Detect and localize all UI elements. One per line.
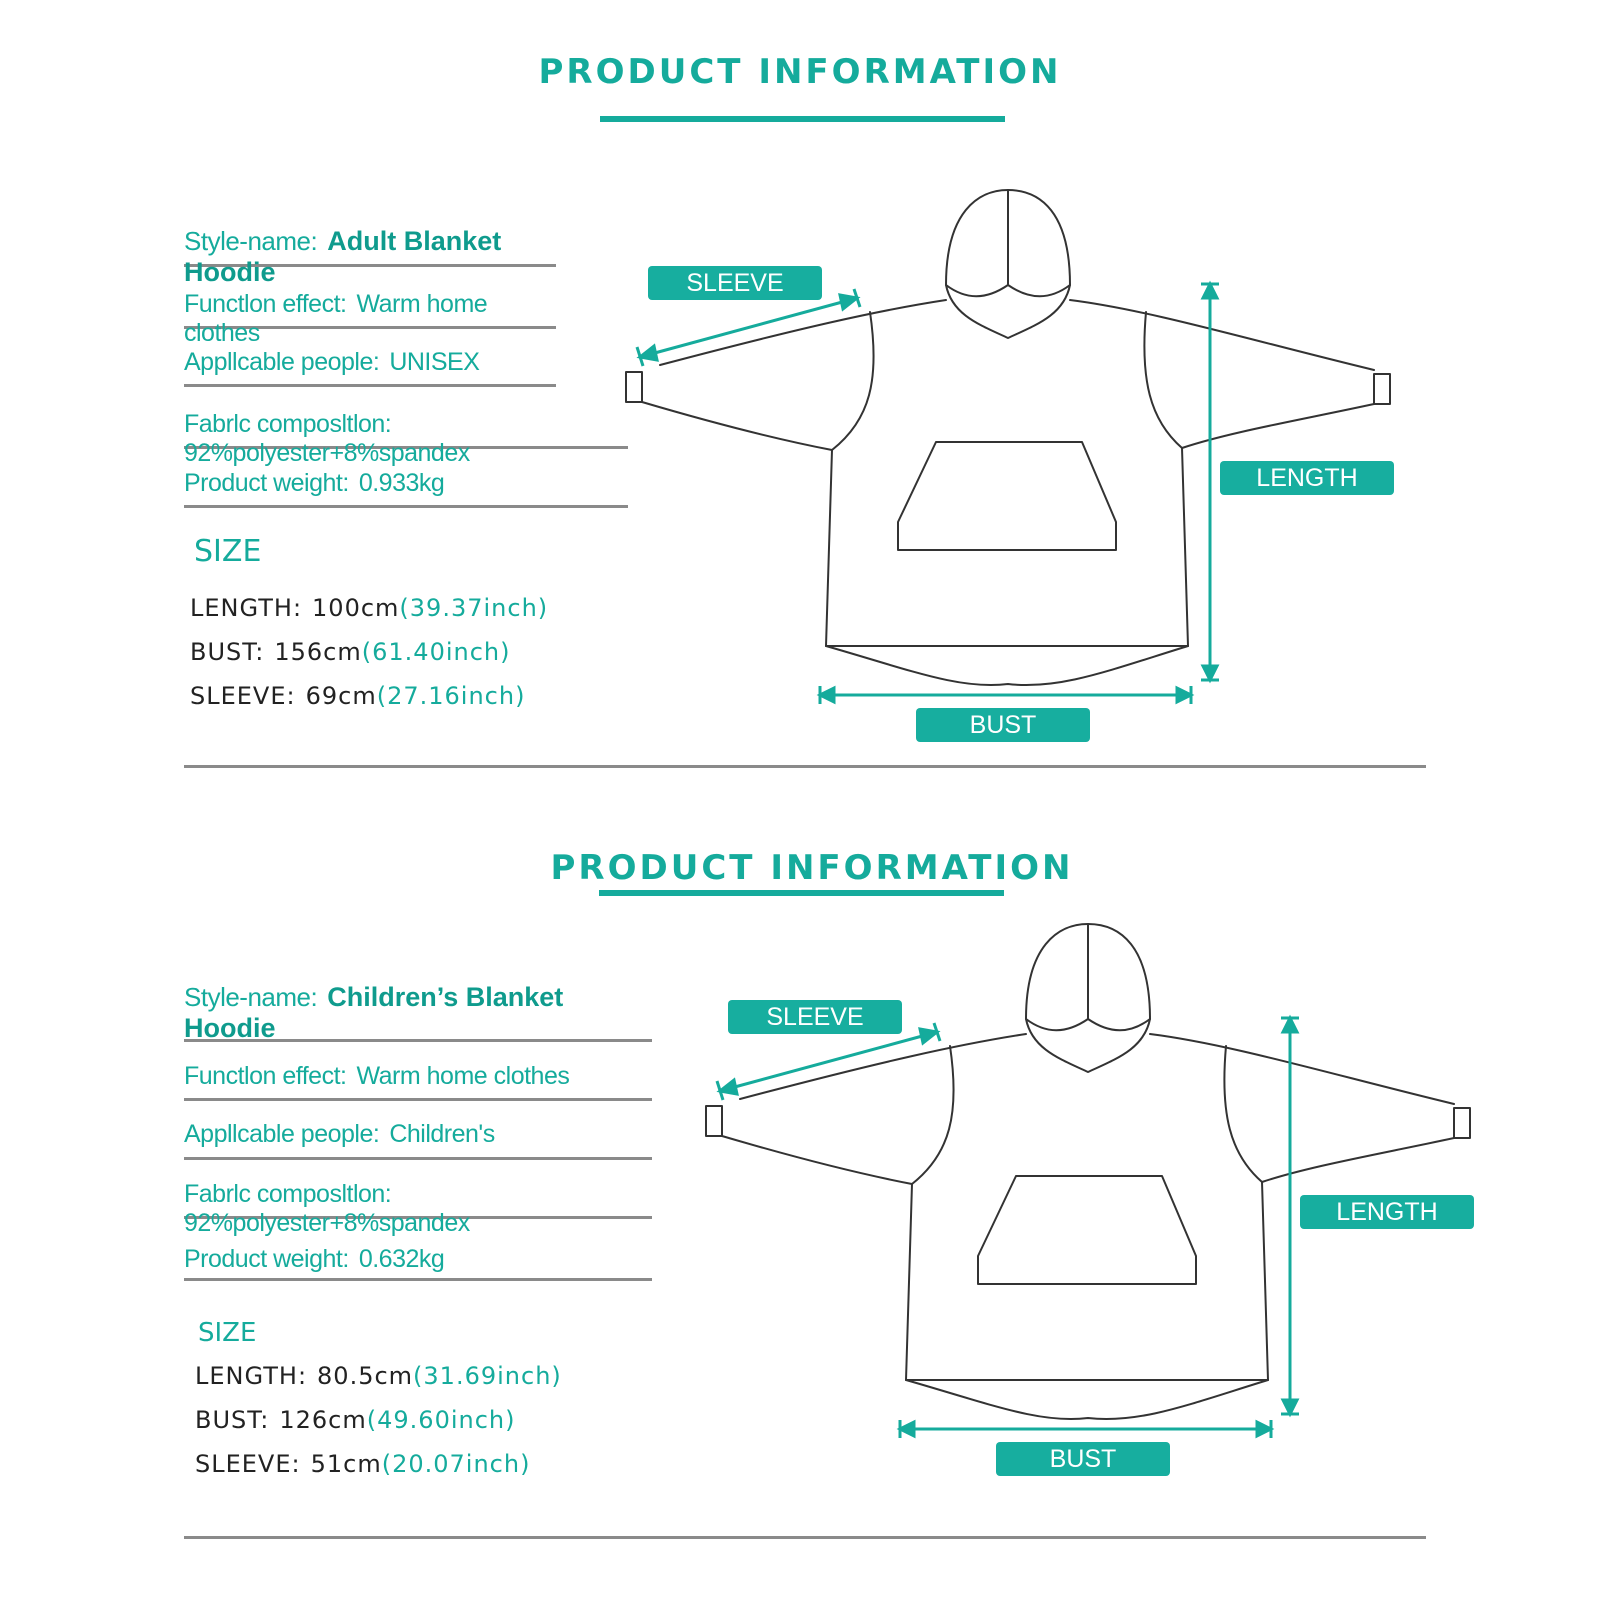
right-armhole <box>1143 311 1183 449</box>
body-left <box>825 449 833 647</box>
sleeve-arrow <box>639 296 858 359</box>
info-row-product-weight: Product weight: 0.933kg <box>184 469 628 508</box>
size-converted: (20.07inch) <box>381 1450 531 1478</box>
info-label: Appllcable people: <box>184 348 380 376</box>
size-line-bust: BUST: 126cm(49.60inch) <box>195 1406 515 1434</box>
size-line-sleeve: SLEEVE: 69cm(27.16inch) <box>190 682 525 710</box>
front-pocket <box>977 1175 1197 1285</box>
size-label: SLEEVE: <box>190 682 296 710</box>
heading-underline <box>600 116 1005 122</box>
sleeve-label: SLEEVE <box>728 1000 902 1034</box>
size-title: SIZE <box>194 534 262 569</box>
info-row-fabric-composition: Fabrlc composltlon:92%polyester+8%spande… <box>184 1180 652 1237</box>
info-label: Product weight: <box>184 469 349 497</box>
front-pocket <box>897 441 1117 551</box>
info-row-style-name: Style-name:Adult Blanket Hoodie <box>184 226 556 287</box>
left-cuff <box>705 1105 723 1137</box>
left-sleeve-bottom <box>641 401 833 451</box>
size-converted: (31.69inch) <box>413 1362 562 1390</box>
bust-label: BUST <box>916 708 1090 742</box>
hood-front <box>1025 1018 1151 1073</box>
info-value: 92%polyester+8%spandex <box>184 439 470 467</box>
size-label: LENGTH: <box>195 1362 308 1390</box>
body-hem-curve <box>825 645 1189 687</box>
left-sleeve-bottom <box>721 1135 913 1185</box>
size-converted: (61.40inch) <box>361 638 511 666</box>
size-value: 100cm <box>312 594 400 622</box>
size-converted: (39.37inch) <box>399 594 549 622</box>
size-title: SIZE <box>198 1318 257 1348</box>
info-value: Adult Blanket Hoodie <box>184 226 502 287</box>
body-right <box>1261 1181 1269 1381</box>
size-converted: (27.16inch) <box>376 682 526 710</box>
size-line-length: LENGTH: 80.5cm(31.69inch) <box>195 1362 562 1390</box>
info-label: Functlon effect: <box>184 290 347 318</box>
info-value: 0.632kg <box>358 1245 445 1273</box>
info-label: Fabrlc composltlon: <box>184 1180 392 1208</box>
body-hem-curve <box>905 1379 1269 1421</box>
info-label: Appllcable people: <box>184 1120 380 1148</box>
right-sleeve-bottom <box>1261 1137 1455 1183</box>
info-row-style-name: Style-name:Children’s Blanket Hoodie <box>184 982 652 1043</box>
right-shoulder <box>1149 1033 1455 1105</box>
info-row-function-effect: Functlon effect: Warm home clothes <box>184 1062 652 1101</box>
size-label: BUST: <box>190 638 265 666</box>
section-heading: PRODUCT INFORMATION <box>550 848 1074 888</box>
right-sleeve-bottom <box>1181 403 1375 449</box>
info-value: Children's <box>389 1120 495 1148</box>
heading-underline <box>599 890 1004 896</box>
info-row-product-weight: Product weight: 0.632kg <box>184 1245 652 1281</box>
size-label: SLEEVE: <box>195 1450 301 1478</box>
length-label: LENGTH <box>1220 461 1394 495</box>
size-value: 156cm <box>274 638 362 666</box>
bust-label: BUST <box>996 1442 1170 1476</box>
info-value: 92%polyester+8%spandex <box>184 1209 470 1237</box>
left-shoulder <box>739 1033 1027 1100</box>
info-row-fabric-composition: Fabrlc composltlon:92%polyester+8%spande… <box>184 410 628 467</box>
info-label: Product weight: <box>184 1245 349 1273</box>
left-armhole <box>911 1045 955 1185</box>
info-label: Functlon effect: <box>184 1062 347 1090</box>
info-value: 0.933kg <box>358 469 445 497</box>
section-heading: PRODUCT INFORMATION <box>538 52 1062 92</box>
body-left <box>905 1183 913 1381</box>
left-shoulder <box>659 299 947 366</box>
section-divider <box>184 765 1426 768</box>
size-value: 69cm <box>305 682 377 710</box>
size-label: BUST: <box>195 1406 270 1434</box>
left-armhole <box>831 311 875 451</box>
hood-front <box>945 284 1071 339</box>
info-row-function-effect: Functlon effect:Warm home clothes <box>184 290 556 347</box>
info-label: Style-name: <box>184 982 318 1012</box>
sleeve-arrow <box>719 1030 938 1093</box>
info-row-applicable-people: Appllcable people: Children's <box>184 1120 652 1160</box>
info-value: Warm home clothes <box>184 290 488 347</box>
size-value: 80.5cm <box>317 1362 414 1390</box>
info-value: Children’s Blanket Hoodie <box>184 982 564 1043</box>
right-armhole <box>1223 1045 1263 1183</box>
left-cuff <box>625 371 643 403</box>
size-label: LENGTH: <box>190 594 303 622</box>
sleeve-label: SLEEVE <box>648 266 822 300</box>
size-value: 126cm <box>279 1406 367 1434</box>
length-label: LENGTH <box>1300 1195 1474 1229</box>
info-value: Warm home clothes <box>356 1062 570 1090</box>
info-row-applicable-people: Appllcable people: UNISEX <box>184 348 556 387</box>
size-line-bust: BUST: 156cm(61.40inch) <box>190 638 510 666</box>
size-value: 51cm <box>310 1450 382 1478</box>
right-cuff <box>1453 1107 1471 1139</box>
size-line-sleeve: SLEEVE: 51cm(20.07inch) <box>195 1450 530 1478</box>
info-label: Fabrlc composltlon: <box>184 410 392 438</box>
hoodie-diagram-adult <box>625 189 1391 705</box>
right-shoulder <box>1069 299 1375 371</box>
info-value: UNISEX <box>389 348 480 376</box>
size-line-length: LENGTH: 100cm(39.37inch) <box>190 594 548 622</box>
size-converted: (49.60inch) <box>366 1406 516 1434</box>
section-divider <box>184 1536 1426 1539</box>
info-label: Style-name: <box>184 226 318 256</box>
right-cuff <box>1373 373 1391 405</box>
body-right <box>1181 447 1189 647</box>
